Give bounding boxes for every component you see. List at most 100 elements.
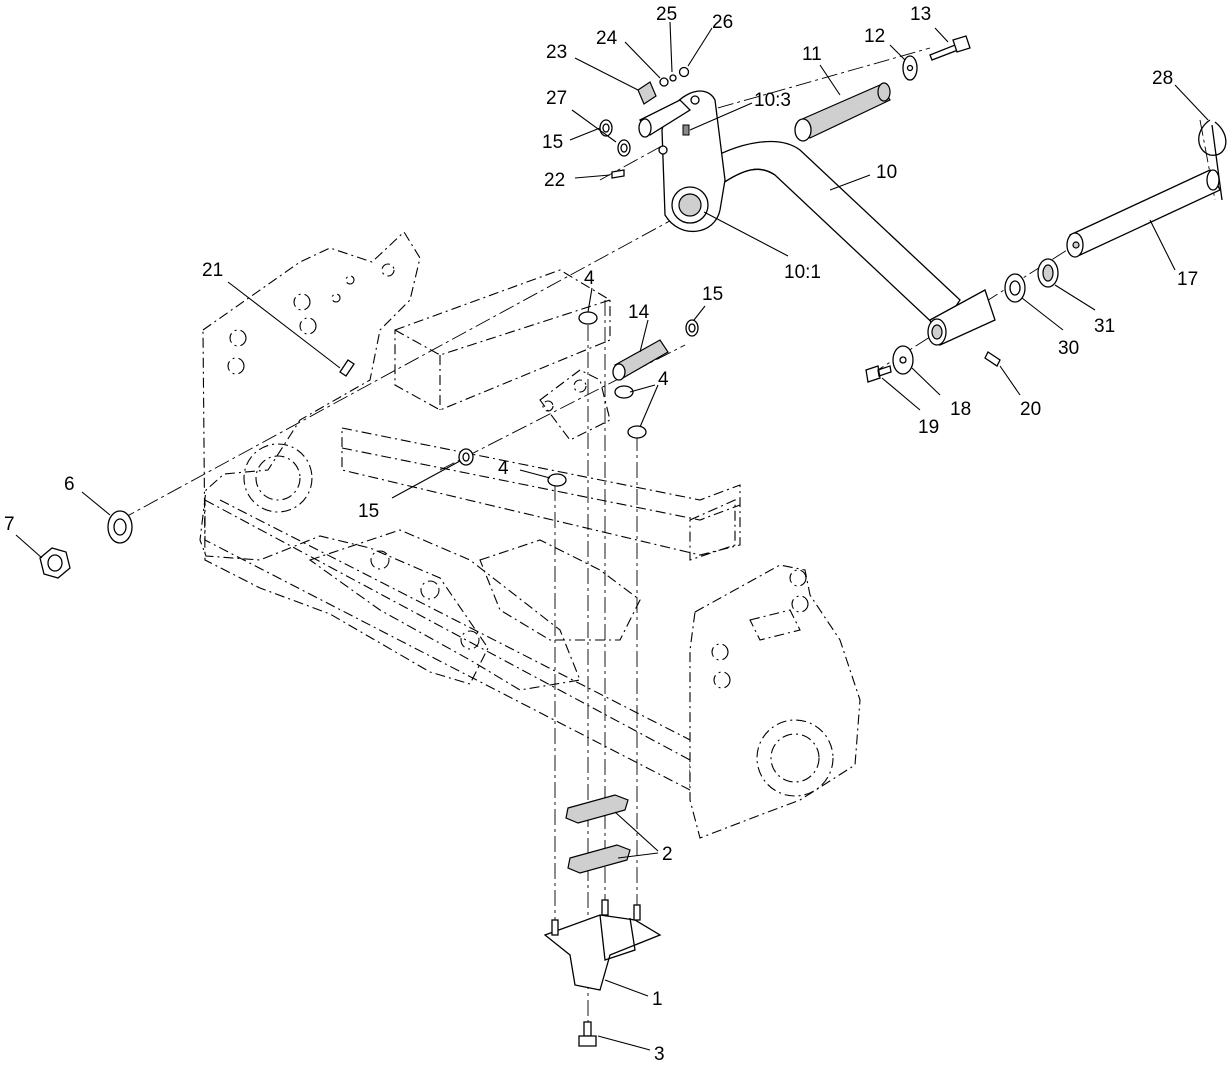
callout-10-1: 10:1 [784,262,821,283]
callout-12: 12 [864,26,885,47]
right-plate-nut-c [789,569,807,587]
stud-1-a [601,899,609,916]
leader-24 [624,41,661,79]
pin-11 [799,84,891,139]
callout-19: 19 [918,417,939,438]
leader-22 [574,174,611,179]
lower-hardware [39,311,699,1047]
left-plate-bearing-inner [255,455,301,501]
right-plate-bearing-inner [770,733,820,783]
bolt-3-shank [583,1021,592,1037]
flange-nut-4-c [627,425,647,439]
left-plate-bearing-hole [243,443,313,513]
leader-27 [571,109,617,143]
left-side-plate [199,231,489,685]
flange-nut-4-d [547,473,567,487]
nut-26 [678,66,690,78]
callout-27: 27 [546,88,567,109]
leader-6 [81,491,111,516]
pivot-arm-stub-end [638,118,652,138]
callout-26: 26 [712,12,733,33]
center-plate-hole-b [420,580,440,600]
pivot-arm-bushing-bore [678,193,702,217]
right-plate-nut-d [791,595,809,613]
leader-4b [629,384,656,393]
callout-4-c: 4 [498,458,509,479]
bushing-31-bore [1042,264,1054,282]
leader-21 [227,281,341,369]
leader-12 [889,44,906,61]
leader-1 [604,979,649,997]
leader-10 [829,174,871,191]
callout-17: 17 [1177,269,1198,290]
callout-15-lower: 15 [358,501,379,522]
lockwasher-25 [669,74,677,82]
pin-14-end [612,363,626,381]
bolt-19 [865,365,892,383]
left-plate-hole-b [345,275,355,285]
pivot-arm-end-bore-inner [931,324,943,340]
leader-2b [617,852,659,859]
tab-bracket-hole [573,379,587,393]
frame-assembly-phantom [199,231,861,839]
washer-18-hole [899,356,907,364]
left-plate-nut-b [227,357,245,375]
center-plate-hole-a [370,550,390,570]
callout-2: 2 [662,844,673,865]
axis-pin-11 [639,47,931,131]
leader-15-top [569,127,601,141]
seal-15-top-hole [602,123,610,133]
callout-15-right: 15 [702,284,723,305]
center-mount-plate [308,529,581,691]
callout-3: 3 [654,1044,665,1065]
leader-2a [614,811,659,852]
center-plate-hole-c [460,630,480,650]
pin-11-assembly [794,35,971,142]
leader-31 [1054,284,1096,311]
nut-7-face [47,554,63,572]
stud-1-c [551,919,559,936]
leader-18 [911,367,941,396]
callout-25: 25 [656,4,677,25]
rear-pin-assembly [865,119,1227,383]
leader-30 [1021,297,1064,331]
callout-4-a: 4 [584,268,595,289]
leader-14 [639,319,649,353]
flange-nut-4-b [614,385,634,399]
shim-2-upper [565,794,629,824]
pivot-arm-hole-top [690,95,700,105]
callout-23: 23 [546,42,567,63]
pin-17-end-hole [1072,241,1080,249]
leader-28 [1174,84,1209,121]
left-plate-hole-a [381,263,395,277]
leader-lines [15,21,1209,1051]
shim-2-lower [567,844,631,874]
upper-cross-tube [394,269,611,411]
callout-21: 21 [202,260,223,281]
leader-17 [1149,219,1176,271]
left-plate-nut-d [299,317,317,335]
main-long-tube-edge [341,447,741,521]
leader-26 [687,27,713,67]
pivot-arm-tube [698,140,961,331]
small-hardware [599,66,690,179]
callout-28: 28 [1152,68,1173,89]
leader-4c [639,384,659,428]
washer-24 [659,77,669,87]
pin-11-end [794,118,812,142]
callout-13: 13 [910,4,931,25]
callout-10: 10 [876,162,897,183]
pin-17-far-end [1206,169,1220,191]
leader-23 [574,57,639,91]
bolt-3-head [578,1035,597,1047]
seal-15-right-hole [688,323,696,333]
pivot-arm-hole-left [658,145,668,155]
main-long-tube [341,427,741,556]
middle-bracket [479,539,641,641]
callout-20: 20 [1020,399,1041,420]
right-side-plate [689,564,861,839]
mount-bracket-1-channel [599,914,636,961]
pivot-arm-tube-inner [719,168,776,186]
callout-labels: 1 2 3 4 4 4 6 7 10 10:1 10:3 11 12 13 14… [4,4,1198,1065]
